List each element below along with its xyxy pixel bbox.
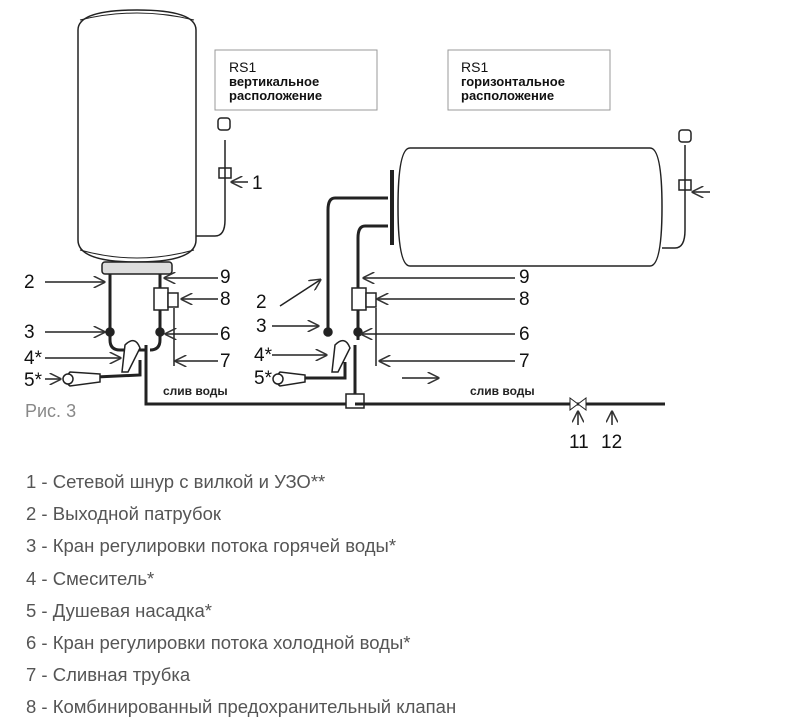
label-11: 11 bbox=[569, 432, 589, 453]
label-6-right: 6 bbox=[519, 324, 530, 345]
horizontal-water-heater bbox=[397, 147, 663, 267]
label-2-left: 2 bbox=[24, 272, 35, 293]
label-8-right: 8 bbox=[519, 289, 530, 310]
horizontal-box-line1: горизонтальное bbox=[461, 74, 565, 89]
legend-item: 1 - Сетевой шнур с вилкой и УЗО** bbox=[26, 471, 326, 492]
legend-item: 8 - Комбинированный предохранительный кл… bbox=[26, 696, 457, 718]
label-1: 1 bbox=[252, 173, 263, 194]
vertical-water-heater bbox=[77, 9, 197, 263]
label-3-left: 3 bbox=[24, 322, 35, 343]
power-cord bbox=[196, 140, 226, 237]
label-12: 12 bbox=[601, 432, 622, 453]
installation-diagram: RS1 вертикальное расположение RS1 горизо… bbox=[24, 9, 710, 453]
label-6-left: 6 bbox=[220, 324, 231, 345]
horizontal-box-model: RS1 bbox=[461, 59, 488, 75]
label-7-right: 7 bbox=[519, 351, 530, 372]
legend-item: 3 - Кран регулировки потока горячей воды… bbox=[26, 535, 397, 557]
label-9-right: 9 bbox=[519, 267, 530, 288]
vertical-mode-box bbox=[214, 49, 378, 111]
legend-item: 2 - Выходной патрубок bbox=[26, 503, 221, 525]
label-4-right: 4* bbox=[254, 345, 273, 366]
parts-legend: 1 - Сетевой шнур с вилкой и УЗО** 2 - Вы… bbox=[26, 468, 456, 726]
legend-item: 4 - Смеситель* bbox=[26, 567, 155, 589]
label-7-left: 7 bbox=[220, 351, 231, 372]
legend-item: 6 - Кран регулировки потока холодной вод… bbox=[26, 631, 411, 653]
figure-caption: Рис. 3 bbox=[25, 401, 76, 421]
mixer bbox=[121, 339, 141, 373]
legend-item: 7 - Сливная трубка bbox=[26, 664, 191, 686]
horizontal-mode-box bbox=[447, 49, 611, 111]
label-5-left: 5* bbox=[24, 370, 43, 391]
label-3-right: 3 bbox=[256, 316, 267, 337]
shutoff-valve-icon bbox=[569, 397, 587, 411]
vertical-box-line1: вертикальное bbox=[229, 74, 319, 89]
label-8-left: 8 bbox=[220, 289, 231, 310]
label-4-left: 4* bbox=[24, 348, 43, 369]
label-5-right: 5* bbox=[254, 368, 273, 389]
vertical-box-line2: расположение bbox=[229, 88, 322, 103]
vertical-box-model: RS1 bbox=[229, 59, 256, 75]
drain-label-left: слив воды bbox=[163, 384, 228, 398]
plug-icon bbox=[217, 117, 231, 131]
legend-item: 5 - Душевая насадка* bbox=[26, 599, 212, 621]
horizontal-box-line2: расположение bbox=[461, 88, 554, 103]
drain-label-right: слив воды bbox=[470, 384, 535, 398]
label-9-left: 9 bbox=[220, 267, 231, 288]
label-2-right: 2 bbox=[256, 292, 267, 313]
